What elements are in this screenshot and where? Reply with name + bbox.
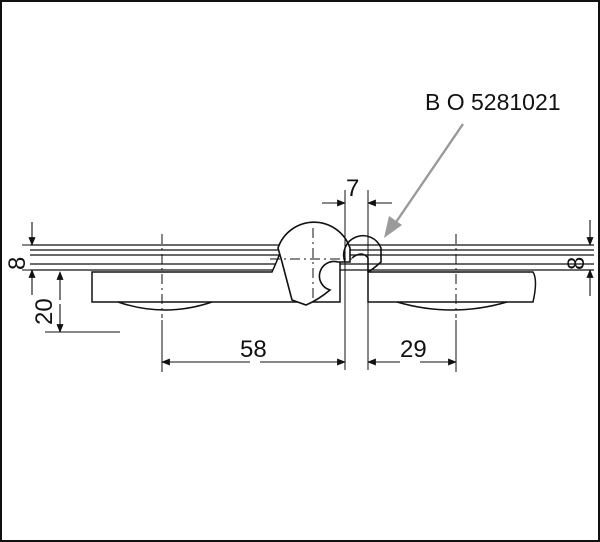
part-code-label: B O 5281021 (425, 89, 561, 115)
dim-plate-right-label: 8 (563, 257, 590, 270)
dim-right-offset-label: 29 (400, 336, 427, 363)
dim-left-offset-label: 58 (240, 336, 267, 363)
dim-plate-left-label: 8 (4, 257, 31, 270)
dim-gap-label: 7 (346, 175, 359, 202)
right-hinge-body (367, 271, 537, 311)
center-lines (161, 228, 457, 318)
dim-body-height-label: 20 (31, 298, 58, 325)
hinge-knuckle (277, 221, 382, 306)
part-code-leader (384, 123, 464, 238)
